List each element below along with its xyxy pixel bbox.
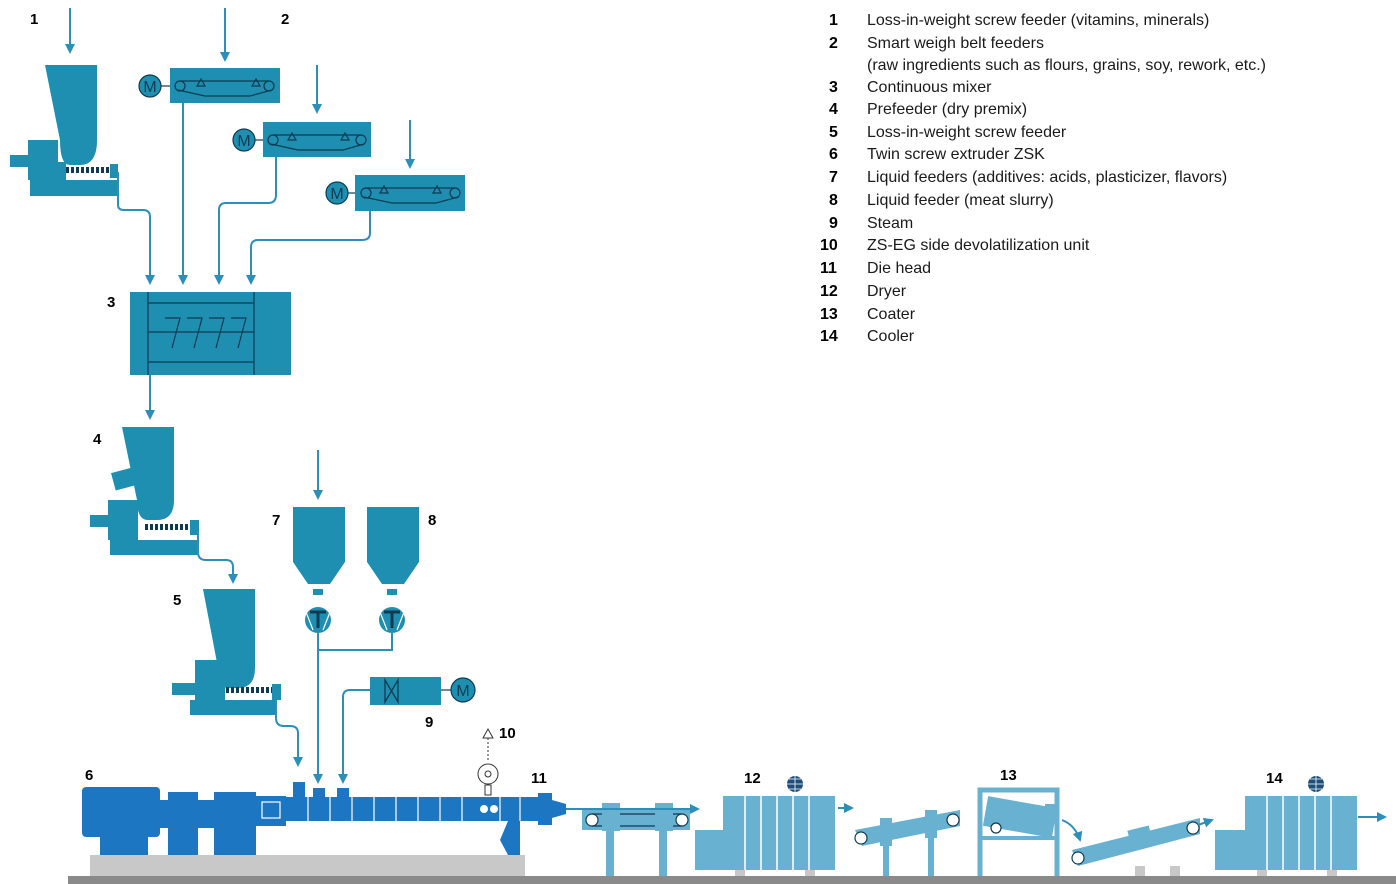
legend-text: Loss-in-weight screw feeder (vitamins, m… <box>867 12 1209 29</box>
legend-text: Continuous mixer <box>867 79 992 96</box>
dryer <box>695 776 835 876</box>
legend-text: Cooler <box>867 328 915 345</box>
legend-num: 5 <box>829 124 838 141</box>
callout-7: 7 <box>272 512 280 529</box>
callout-11: 11 <box>531 770 547 787</box>
callout-12: 12 <box>744 770 761 787</box>
legend-num: 4 <box>829 101 838 118</box>
legend-text: Loss-in-weight screw feeder <box>867 124 1067 141</box>
screw-feeder-5 <box>172 589 281 715</box>
callout-13: 13 <box>1000 767 1017 784</box>
twin-screw-extruder <box>82 782 566 855</box>
svg-text:M: M <box>330 186 343 203</box>
legend-num: 2 <box>829 35 838 52</box>
callout-5: 5 <box>173 592 181 609</box>
legend-num: 14 <box>820 328 838 345</box>
liquid-feeder-7 <box>293 507 345 633</box>
legend: 1 Loss-in-weight screw feeder (vitamins,… <box>820 12 1266 345</box>
legend-num: 9 <box>829 215 838 232</box>
devolatilization-unit <box>477 727 499 796</box>
legend-num: 6 <box>829 146 838 163</box>
coater <box>977 787 1060 876</box>
motor-icon <box>450 677 476 703</box>
belt-feeder-b: M <box>232 65 371 157</box>
floor-line <box>68 876 1396 884</box>
cooler <box>1215 776 1357 876</box>
legend-num: 10 <box>820 237 838 254</box>
incline-conveyor-1 <box>854 810 960 876</box>
legend-num: 7 <box>829 169 838 186</box>
legend-num: 12 <box>820 283 838 300</box>
legend-text: Prefeeder (dry premix) <box>867 101 1027 118</box>
legend-text: Smart weigh belt feeders <box>867 35 1044 52</box>
continuous-mixer <box>130 292 291 375</box>
callout-1: 1 <box>30 11 38 28</box>
steam-valve: M <box>370 677 476 705</box>
legend-num: 11 <box>820 260 837 277</box>
callout-2: 2 <box>281 11 289 28</box>
legend-text: Die head <box>867 260 931 277</box>
callout-6: 6 <box>85 767 93 784</box>
screw-feeder-1 <box>10 8 118 196</box>
callout-9: 9 <box>425 714 433 731</box>
legend-num: 1 <box>829 12 838 29</box>
legend-text: Liquid feeders (additives: acids, plasti… <box>867 169 1227 186</box>
callout-10: 10 <box>499 725 516 742</box>
legend-text: (raw ingredients such as flours, grains,… <box>867 57 1266 74</box>
svg-text:M: M <box>143 79 156 96</box>
legend-text: Liquid feeder (meat slurry) <box>867 192 1054 209</box>
extruder-base <box>90 855 525 876</box>
incline-conveyor-2 <box>1071 818 1200 876</box>
legend-text: Steam <box>867 215 913 232</box>
callout-14: 14 <box>1266 770 1283 787</box>
legend-text: ZS-EG side devolatilization unit <box>867 237 1090 254</box>
belt-feeder-a: M <box>138 8 280 103</box>
legend-num: 8 <box>829 192 838 209</box>
prefeeder <box>90 427 199 555</box>
belt-feeder-c: M <box>325 120 465 211</box>
legend-text: Twin screw extruder ZSK <box>867 146 1045 163</box>
legend-text: Coater <box>867 306 916 323</box>
svg-text:M: M <box>456 683 469 700</box>
callout-3: 3 <box>107 294 115 311</box>
liquid-feeder-8 <box>367 507 419 633</box>
legend-text: Dryer <box>867 283 907 300</box>
svg-text:M: M <box>237 133 250 150</box>
die-head-conveyor <box>575 803 700 876</box>
legend-num: 13 <box>820 306 838 323</box>
callout-4: 4 <box>93 431 102 448</box>
callout-8: 8 <box>428 512 436 529</box>
legend-num: 3 <box>829 79 838 96</box>
